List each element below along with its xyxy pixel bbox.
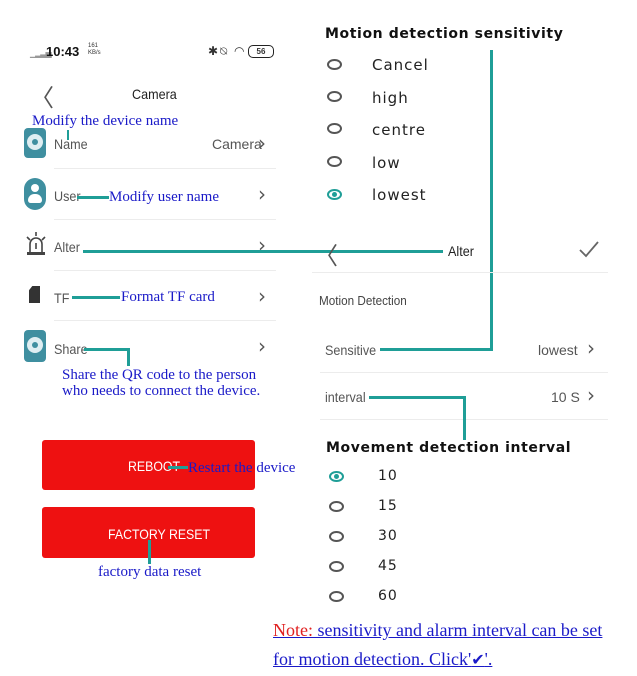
status-time: 10:43 <box>46 44 80 59</box>
annotation-modify-name: Modify the device name <box>32 113 179 129</box>
row-name-value: Camera <box>212 136 262 152</box>
interval-label: interval <box>325 389 366 405</box>
option-sensitivity-lowest[interactable]: lowest <box>372 186 427 204</box>
annotation-share-line1: Share the QR code to the person <box>62 367 257 383</box>
reboot-label: REBOOT <box>128 458 181 474</box>
connector-line <box>72 296 120 299</box>
option-interval-15[interactable]: 15 <box>378 498 398 514</box>
alarm-light-icon <box>25 230 47 258</box>
note-text-1: sensitivity and alarm interval can be se… <box>313 620 603 640</box>
interval-dialog-title: Movement detection interval <box>326 440 574 456</box>
divider <box>54 320 276 321</box>
connector-line <box>84 348 130 351</box>
row-name-label: Name <box>54 136 88 152</box>
row-share-chevron-icon[interactable]: › <box>258 334 266 358</box>
connector-line <box>127 348 130 366</box>
row-user-chevron-icon[interactable]: › <box>258 182 266 206</box>
connector-line <box>67 130 69 140</box>
page-title: Camera <box>132 86 177 102</box>
section-motion-detection: Motion Detection <box>319 293 407 308</box>
radio-interval-15[interactable] <box>329 501 344 512</box>
radio-sensitivity-high[interactable] <box>327 91 342 102</box>
annotation-restart: Restart the device <box>188 460 296 476</box>
user-icon <box>24 178 46 210</box>
connector-line <box>83 250 443 253</box>
connector-line <box>168 466 188 469</box>
row-tf-label: TF <box>54 290 70 306</box>
radio-interval-10[interactable] <box>329 471 344 482</box>
interval-value: 10 S <box>551 389 580 405</box>
divider <box>54 219 276 220</box>
divider <box>54 270 276 271</box>
option-interval-45[interactable]: 45 <box>378 558 398 574</box>
annotation-format-tf: Format TF card <box>121 289 215 305</box>
radio-sensitivity-lowest[interactable] <box>327 189 342 200</box>
divider <box>54 168 276 169</box>
option-sensitivity-cancel[interactable]: Cancel <box>372 56 429 74</box>
factory-reset-button[interactable]: FACTORY RESET <box>42 507 255 558</box>
sd-card-icon <box>29 286 40 303</box>
wifi-icon: ◠ <box>234 44 245 58</box>
row-user-label: User <box>54 188 81 204</box>
camera-device-icon <box>24 128 46 158</box>
radio-interval-45[interactable] <box>329 561 344 572</box>
radio-sensitivity-centre[interactable] <box>327 123 342 134</box>
factory-reset-label: FACTORY RESET <box>108 526 211 542</box>
interval-chevron-icon[interactable]: › <box>587 383 595 407</box>
connector-line <box>369 396 466 399</box>
annotation-factory: factory data reset <box>98 564 202 580</box>
option-sensitivity-low[interactable]: low <box>372 154 401 172</box>
signal-icon: ▁▂▃▅ <box>30 49 52 58</box>
row-share-label: Share <box>54 341 88 357</box>
option-interval-10[interactable]: 10 <box>378 468 398 484</box>
share-camera-icon <box>24 330 46 362</box>
annotation-share-line2: who needs to connect the device. <box>62 383 261 399</box>
note-line-1: Note: sensitivity and alarm interval can… <box>273 620 602 641</box>
bluetooth-icon: ✱ <box>208 44 219 58</box>
confirm-check-icon[interactable] <box>578 240 600 260</box>
connector-line <box>380 348 493 351</box>
connector-line <box>490 50 493 350</box>
note-line-2: for motion detection. Click'✔'. <box>273 649 492 670</box>
option-interval-30[interactable]: 30 <box>378 528 398 544</box>
alter-back-icon[interactable]: 〈 <box>314 242 338 270</box>
reboot-button[interactable]: REBOOT <box>42 440 255 490</box>
option-sensitivity-high[interactable]: high <box>372 89 409 107</box>
sensitive-value: lowest <box>538 342 578 358</box>
connector-line <box>77 196 109 199</box>
row-alter-label: Alter <box>54 239 80 255</box>
option-sensitivity-centre[interactable]: centre <box>372 121 426 139</box>
back-icon[interactable]: 〈 <box>30 84 54 112</box>
radio-interval-30[interactable] <box>329 531 344 542</box>
mute-icon: ⍉ <box>220 44 228 58</box>
note-prefix: Note: <box>273 620 313 640</box>
alter-title: Alter <box>448 243 474 259</box>
row-tf-chevron-icon[interactable]: › <box>258 284 266 308</box>
radio-interval-60[interactable] <box>329 591 344 602</box>
note-text-2: for motion detection. Click' <box>273 649 472 669</box>
sensitive-label: Sensitive <box>325 342 377 358</box>
radio-sensitivity-cancel[interactable] <box>327 59 342 70</box>
annotation-modify-user: Modify user name <box>109 189 219 205</box>
sensitive-chevron-icon[interactable]: › <box>587 336 595 360</box>
divider <box>312 272 608 273</box>
checkmark-icon: ✔ <box>471 650 485 669</box>
connector-line <box>148 540 151 564</box>
row-name-chevron-icon[interactable]: › <box>258 131 266 155</box>
radio-sensitivity-low[interactable] <box>327 156 342 167</box>
row-alter-chevron-icon[interactable]: › <box>258 233 266 257</box>
connector-line <box>463 396 466 446</box>
divider <box>320 372 608 373</box>
note-text-2-end: '. <box>484 649 493 669</box>
option-interval-60[interactable]: 60 <box>378 588 398 604</box>
battery-icon: 56 <box>248 45 274 58</box>
sensitivity-dialog-title: Motion detection sensitivity <box>325 26 564 42</box>
